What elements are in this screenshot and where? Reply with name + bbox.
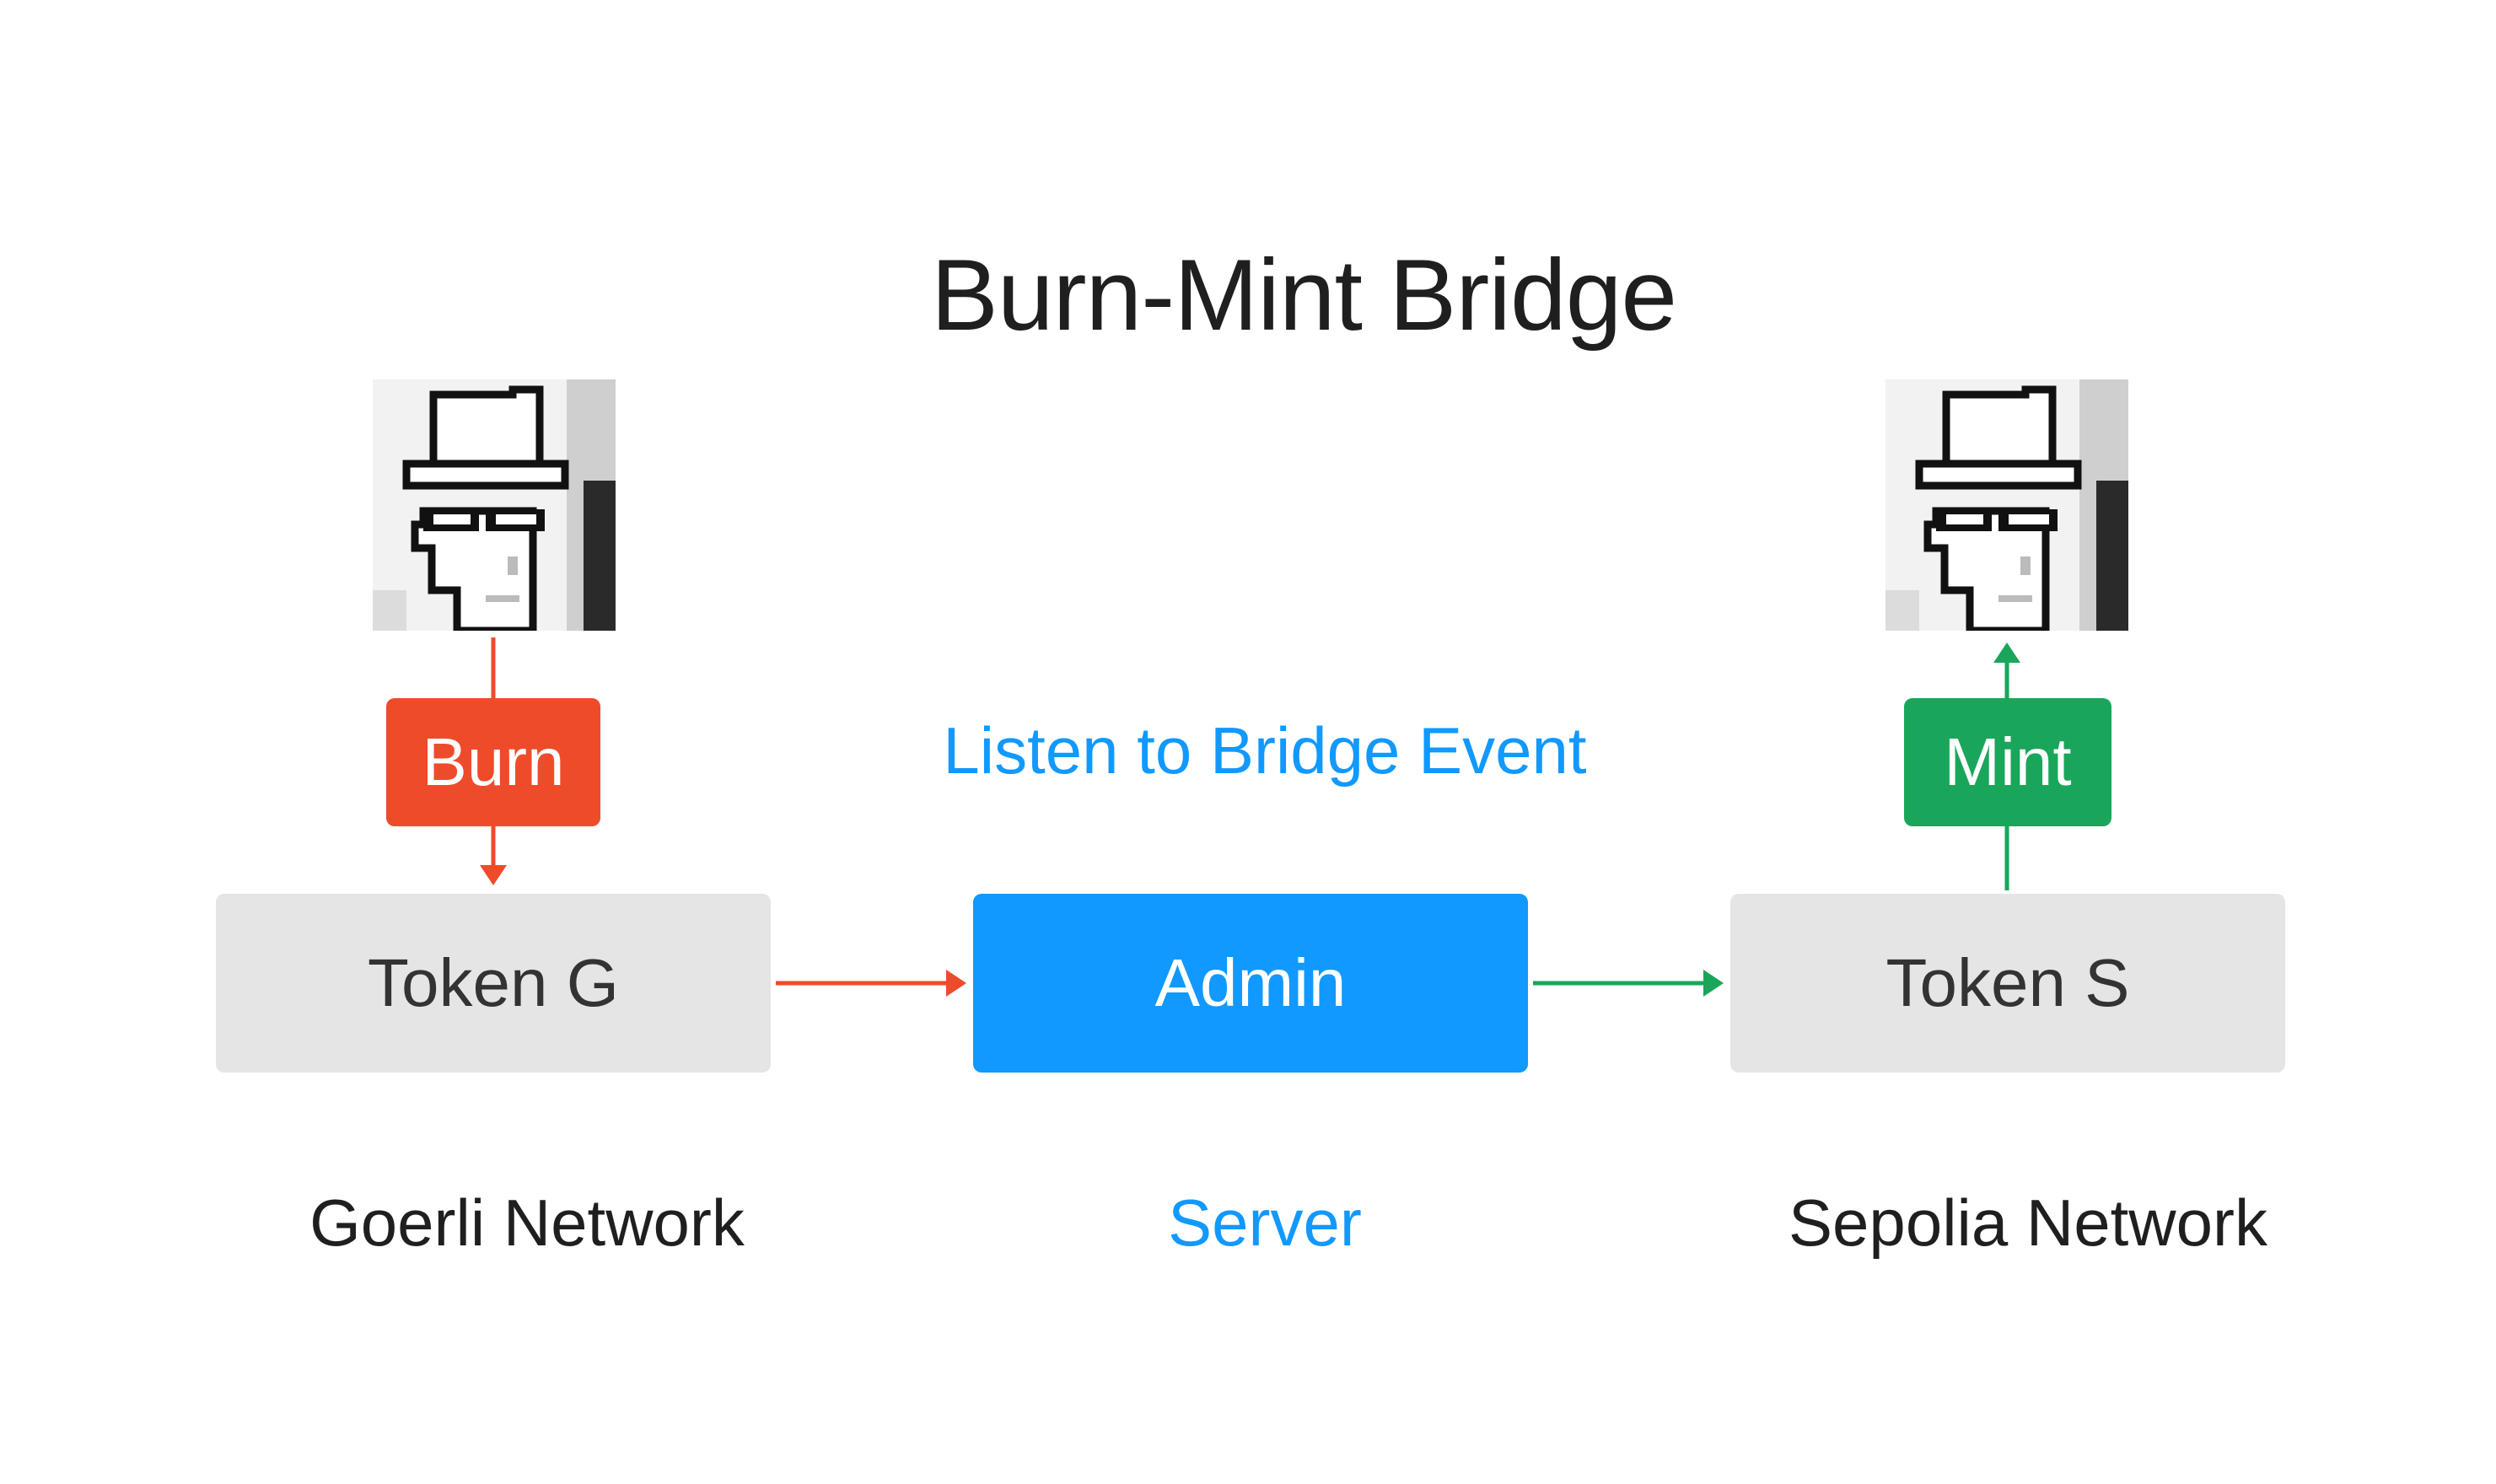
listen-event-label: Listen to Bridge Event bbox=[943, 713, 1587, 788]
admin-label: Admin bbox=[1154, 945, 1347, 1020]
diagram-title: Burn-Mint Bridge bbox=[930, 239, 1677, 352]
server-caption: Server bbox=[1168, 1186, 1362, 1260]
right-avatar-icon bbox=[1885, 379, 2128, 631]
left-avatar-icon bbox=[373, 379, 616, 631]
admin-to-token-s-arrowhead bbox=[1703, 970, 1724, 997]
admin-box: Admin bbox=[973, 894, 1528, 1073]
mint-label: Mint bbox=[1944, 724, 2072, 799]
token-s-label: Token S bbox=[1885, 945, 2130, 1020]
burn-box: Burn bbox=[386, 698, 600, 826]
token-g-box: Token G bbox=[216, 894, 771, 1073]
token-g-to-admin-arrowhead bbox=[946, 970, 966, 997]
token-g-label: Token G bbox=[368, 945, 619, 1020]
token-s-box: Token S bbox=[1730, 894, 2285, 1073]
burn-to-token-g-arrowhead bbox=[480, 865, 507, 885]
burn-label: Burn bbox=[422, 724, 565, 799]
mint-box: Mint bbox=[1904, 698, 2111, 826]
sepolia-network-caption: Sepolia Network bbox=[1789, 1186, 2267, 1260]
mint-to-avatar-arrowhead bbox=[1993, 643, 2020, 663]
goerli-network-caption: Goerli Network bbox=[309, 1186, 745, 1260]
